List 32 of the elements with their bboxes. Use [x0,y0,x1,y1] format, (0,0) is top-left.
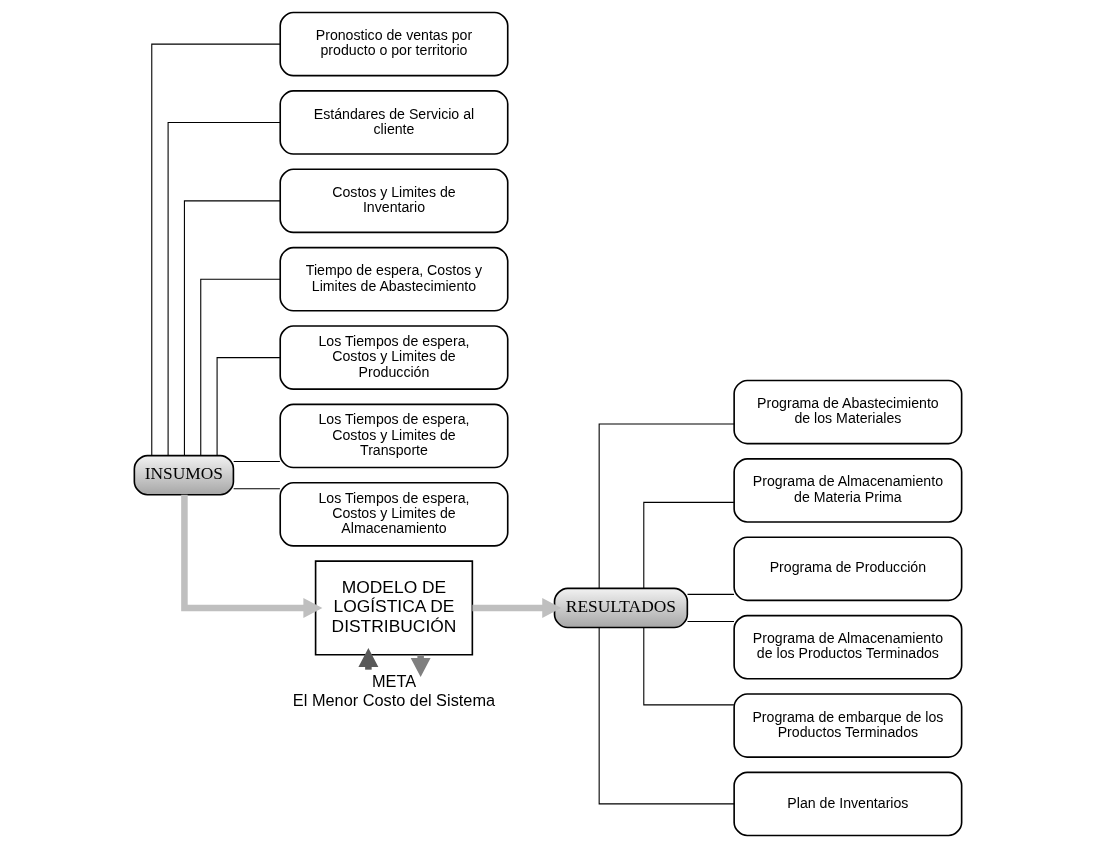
connector [642,627,734,706]
node-box: RESULTADOS [553,587,688,629]
node-box: Programa de embarque de los Productos Terminados [732,693,962,758]
node-box: Programa de Almacenamiento de Materia Prima [732,458,962,523]
node-box: Estándares de Servicio al cliente [278,90,509,155]
connector [686,593,735,595]
connector [642,501,734,589]
connector [232,488,280,490]
node-box: Los Tiempos de espera, Costos y Limites de Almacenamiento [278,481,509,547]
connector [150,43,280,457]
connector [183,200,281,456]
node-box: Los Tiempos de espera, Costos y Limites de Transporte [278,403,509,469]
connector [199,278,281,456]
connector [686,621,735,623]
node-box: Programa de Producción [732,536,962,602]
connector [167,121,281,456]
arrow [471,598,561,618]
connector [216,357,280,456]
node-text: META El Menor Costo del Sistema [292,672,495,709]
node-box: Programa de Almacenamiento de los Productos Terminados [732,614,962,680]
node-box: Pronostico de ventas por producto o por territorio [278,11,509,77]
connector [232,461,280,463]
connector [598,423,735,589]
node-box: Programa de Abastecimiento de los Materiales [732,379,962,445]
node-box: Plan de Inventarios [732,771,962,837]
node-box: MODELO DE LOGÍSTICA DE DISTRIBUCIÓN [314,560,473,656]
node-box: Los Tiempos de espera, Costos y Limites de Producción [278,325,509,390]
node-box: Tiempo de espera, Costos y Limites de Abastecimiento [278,246,509,312]
arrow [180,494,322,618]
node-box: INSUMOS [133,454,234,496]
connector [598,627,735,805]
node-box: Costos y Limites de Inventario [278,168,509,234]
